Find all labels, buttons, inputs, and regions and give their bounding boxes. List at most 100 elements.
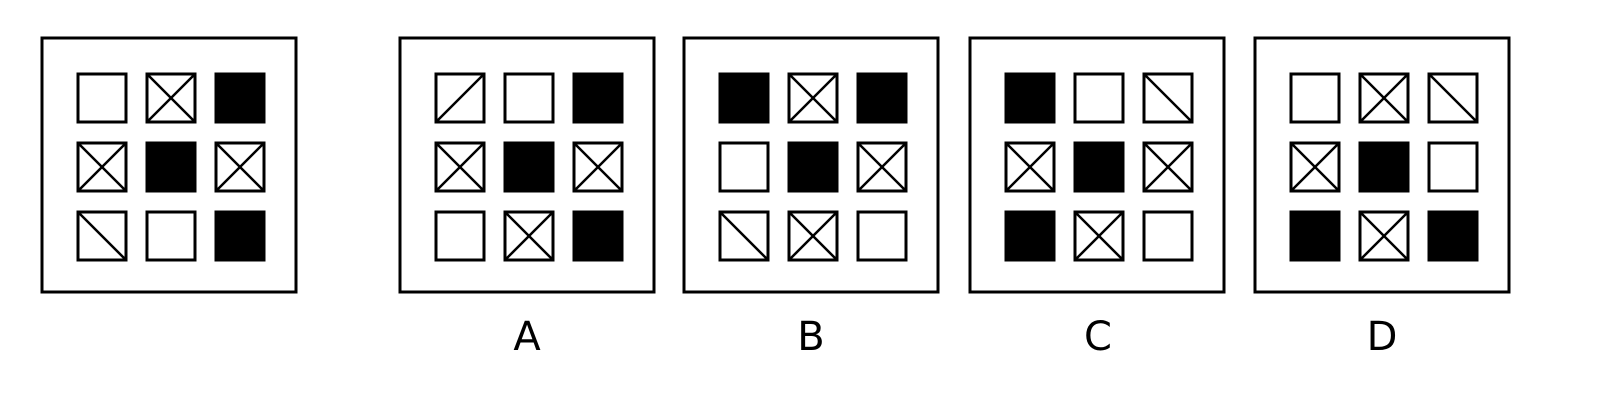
option-a-cell-2-3-cross-diagonal-up [573,142,623,192]
option-d-panel[interactable] [1253,36,1511,294]
question-cell-3-1-backslash [76,210,128,262]
option-b-cell-2-3-cross-diagonal-up [857,142,907,192]
option-d-cell-3-2-cross [1358,210,1410,262]
option-b-cell-1-3-solid-square [856,72,908,124]
option-d-cell-1-2-cross-diagonal-up [1359,73,1409,123]
option-b-panel[interactable] [682,36,940,294]
option-c-cell-1-2-empty-square [1073,72,1125,124]
option-d-cell-3-1-solid-square [1289,210,1341,262]
question-cell-3-3-solid [214,210,266,262]
option-b-cell-3-3-empty [856,210,908,262]
option-c-cell-3-3-empty [1142,210,1194,262]
option-d-cell-2-1-cross [1289,141,1341,193]
option-d-cell-2-3-empty [1427,141,1479,193]
option-a-cell-3-2-cross [503,210,555,262]
option-b-cell-2-1-empty [718,141,770,193]
option-d-cell-1-1-empty [1289,72,1341,124]
option-a-cell-1-3-solid [572,72,624,124]
question-cell-2-3-cross-diagonal-up [215,142,265,192]
option-c-cell-3-1-solid-square [1004,210,1056,262]
option-b-cell-3-2-cross [787,210,839,262]
option-c-cell-3-1-solid [1004,210,1056,262]
option-b-cell-3-2-cross-diagonal-up [788,211,838,261]
question-cell-3-3-solid-square [214,210,266,262]
option-b-cell-1-1-solid [718,72,770,124]
option-d-cell-3-3-solid-square [1427,210,1479,262]
question-cell-2-3-cross [214,141,266,193]
option-b-cell-2-3-cross [856,141,908,193]
option-b-cell-1-1-solid-square [718,72,770,124]
option-c-label[interactable]: C [1084,314,1112,360]
option-d-cell-2-2-solid-square [1358,141,1410,193]
option-c-cell-2-2-solid-square [1073,141,1125,193]
option-c-cell-2-1-cross-diagonal-up [1005,142,1055,192]
option-c-cell-1-3-backslash [1142,72,1194,124]
option-a-cell-2-2-solid-square [503,141,555,193]
option-d-cell-1-2-cross [1358,72,1410,124]
option-c-cell-3-2-cross [1073,210,1125,262]
option-c-cell-1-1-solid-square [1004,72,1056,124]
option-b-cell-3-1-backslash-diagonal-down [719,211,769,261]
option-d-cell-1-3-backslash-diagonal-down [1428,73,1478,123]
option-c-cell-3-2-cross-diagonal-up [1074,211,1124,261]
option-b-cell-2-2-solid-square [787,141,839,193]
option-a-cell-2-1-cross-diagonal-up [435,142,485,192]
option-b-cell-2-2-solid [787,141,839,193]
option-a-cell-1-2-empty [503,72,555,124]
option-b-cell-1-3-solid [856,72,908,124]
option-a-cell-3-1-empty-square [434,210,486,262]
question-cell-3-2-empty-square [145,210,197,262]
option-b-cell-3-1-backslash [718,210,770,262]
option-a-cell-2-3-cross [572,141,624,193]
option-a-cell-2-2-solid [503,141,555,193]
option-b-cell-3-3-empty-square [856,210,908,262]
option-b-cell-1-2-cross [787,72,839,124]
option-d-cell-2-3-empty-square [1427,141,1479,193]
question-cell-3-1-backslash-diagonal-down [77,211,127,261]
question-cell-1-1-empty [76,72,128,124]
question-cell-3-2-empty [145,210,197,262]
option-c-cell-2-1-cross [1004,141,1056,193]
option-c-cell-2-3-cross-diagonal-up [1143,142,1193,192]
option-c-cell-3-3-empty-square [1142,210,1194,262]
option-d-cell-3-2-cross-diagonal-up [1359,211,1409,261]
option-d-cell-2-2-solid [1358,141,1410,193]
question-panel [40,36,298,294]
option-d-label[interactable]: D [1367,314,1398,360]
question-cell-1-2-cross-diagonal-up [146,73,196,123]
option-c-cell-1-1-solid [1004,72,1056,124]
option-c-cell-1-2-empty [1073,72,1125,124]
option-d-cell-3-3-solid [1427,210,1479,262]
option-a-cell-2-1-cross [434,141,486,193]
option-a-cell-1-1-slash [434,72,486,124]
option-a-cell-3-2-cross-diagonal-up [504,211,554,261]
option-a-label[interactable]: A [513,314,541,360]
question-cell-1-1-empty-square [76,72,128,124]
question-cell-1-3-solid [214,72,266,124]
option-d-cell-1-1-empty-square [1289,72,1341,124]
option-a-cell-3-1-empty [434,210,486,262]
option-d-cell-1-3-backslash [1427,72,1479,124]
option-c-cell-2-3-cross [1142,141,1194,193]
option-a-panel[interactable] [398,36,656,294]
question-cell-2-2-solid [145,141,197,193]
question-cell-2-1-cross [76,141,128,193]
option-a-cell-1-1-slash-diagonal-up [435,73,485,123]
question-cell-1-3-solid-square [214,72,266,124]
option-c-cell-2-2-solid [1073,141,1125,193]
option-d-cell-3-1-solid [1289,210,1341,262]
question-cell-2-2-solid-square [145,141,197,193]
question-cell-1-2-cross [145,72,197,124]
option-b-cell-1-2-cross-diagonal-up [788,73,838,123]
option-b-label[interactable]: B [797,314,824,360]
option-a-cell-1-3-solid-square [572,72,624,124]
option-a-cell-3-3-solid [572,210,624,262]
option-d-cell-2-1-cross-diagonal-up [1290,142,1340,192]
option-b-cell-2-1-empty-square [718,141,770,193]
option-c-panel[interactable] [968,36,1226,294]
option-c-cell-1-3-backslash-diagonal-down [1143,73,1193,123]
question-cell-2-1-cross-diagonal-up [77,142,127,192]
option-a-cell-3-3-solid-square [572,210,624,262]
option-a-cell-1-2-empty-square [503,72,555,124]
